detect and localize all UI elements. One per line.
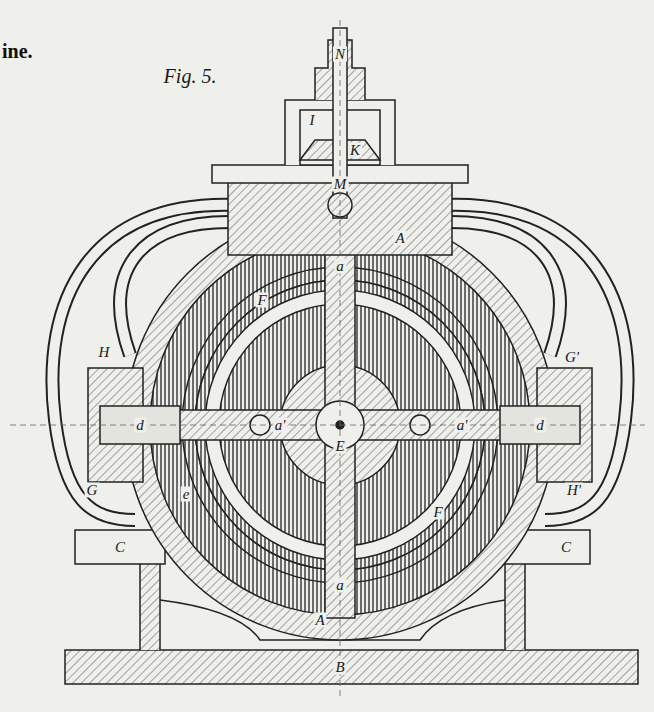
drawing-rect	[65, 650, 638, 684]
part-letter: A	[313, 613, 326, 628]
drawing-line	[340, 20, 341, 700]
figure-number: Fig. 5.	[162, 66, 219, 86]
part-letter: F	[255, 293, 268, 308]
part-letter: G	[85, 483, 100, 498]
part-letter: e	[181, 487, 192, 502]
drawing-line	[10, 425, 645, 426]
part-letter: I	[308, 113, 317, 128]
part-letter: d	[534, 418, 546, 433]
part-letter: H	[97, 345, 112, 360]
part-letter: M	[332, 177, 349, 192]
drawing-rect	[75, 530, 165, 564]
part-letter: N	[333, 47, 347, 62]
part-letter: F	[431, 505, 444, 520]
part-letter: A	[393, 231, 406, 246]
part-letter: H'	[565, 483, 583, 498]
part-letter: K	[348, 143, 362, 158]
part-letter: a	[334, 259, 346, 274]
part-letter: a	[334, 578, 346, 593]
part-letter: B	[333, 660, 346, 675]
part-letter: d	[134, 418, 146, 433]
part-letter: C	[113, 540, 127, 555]
part-letter: G'	[563, 350, 581, 365]
part-letter: E	[333, 439, 346, 454]
centre-lines	[10, 20, 645, 700]
part-letter: C	[559, 540, 573, 555]
title-text: ine.	[2, 40, 33, 63]
part-letter: a'	[455, 418, 470, 433]
part-letter: a'	[273, 418, 288, 433]
